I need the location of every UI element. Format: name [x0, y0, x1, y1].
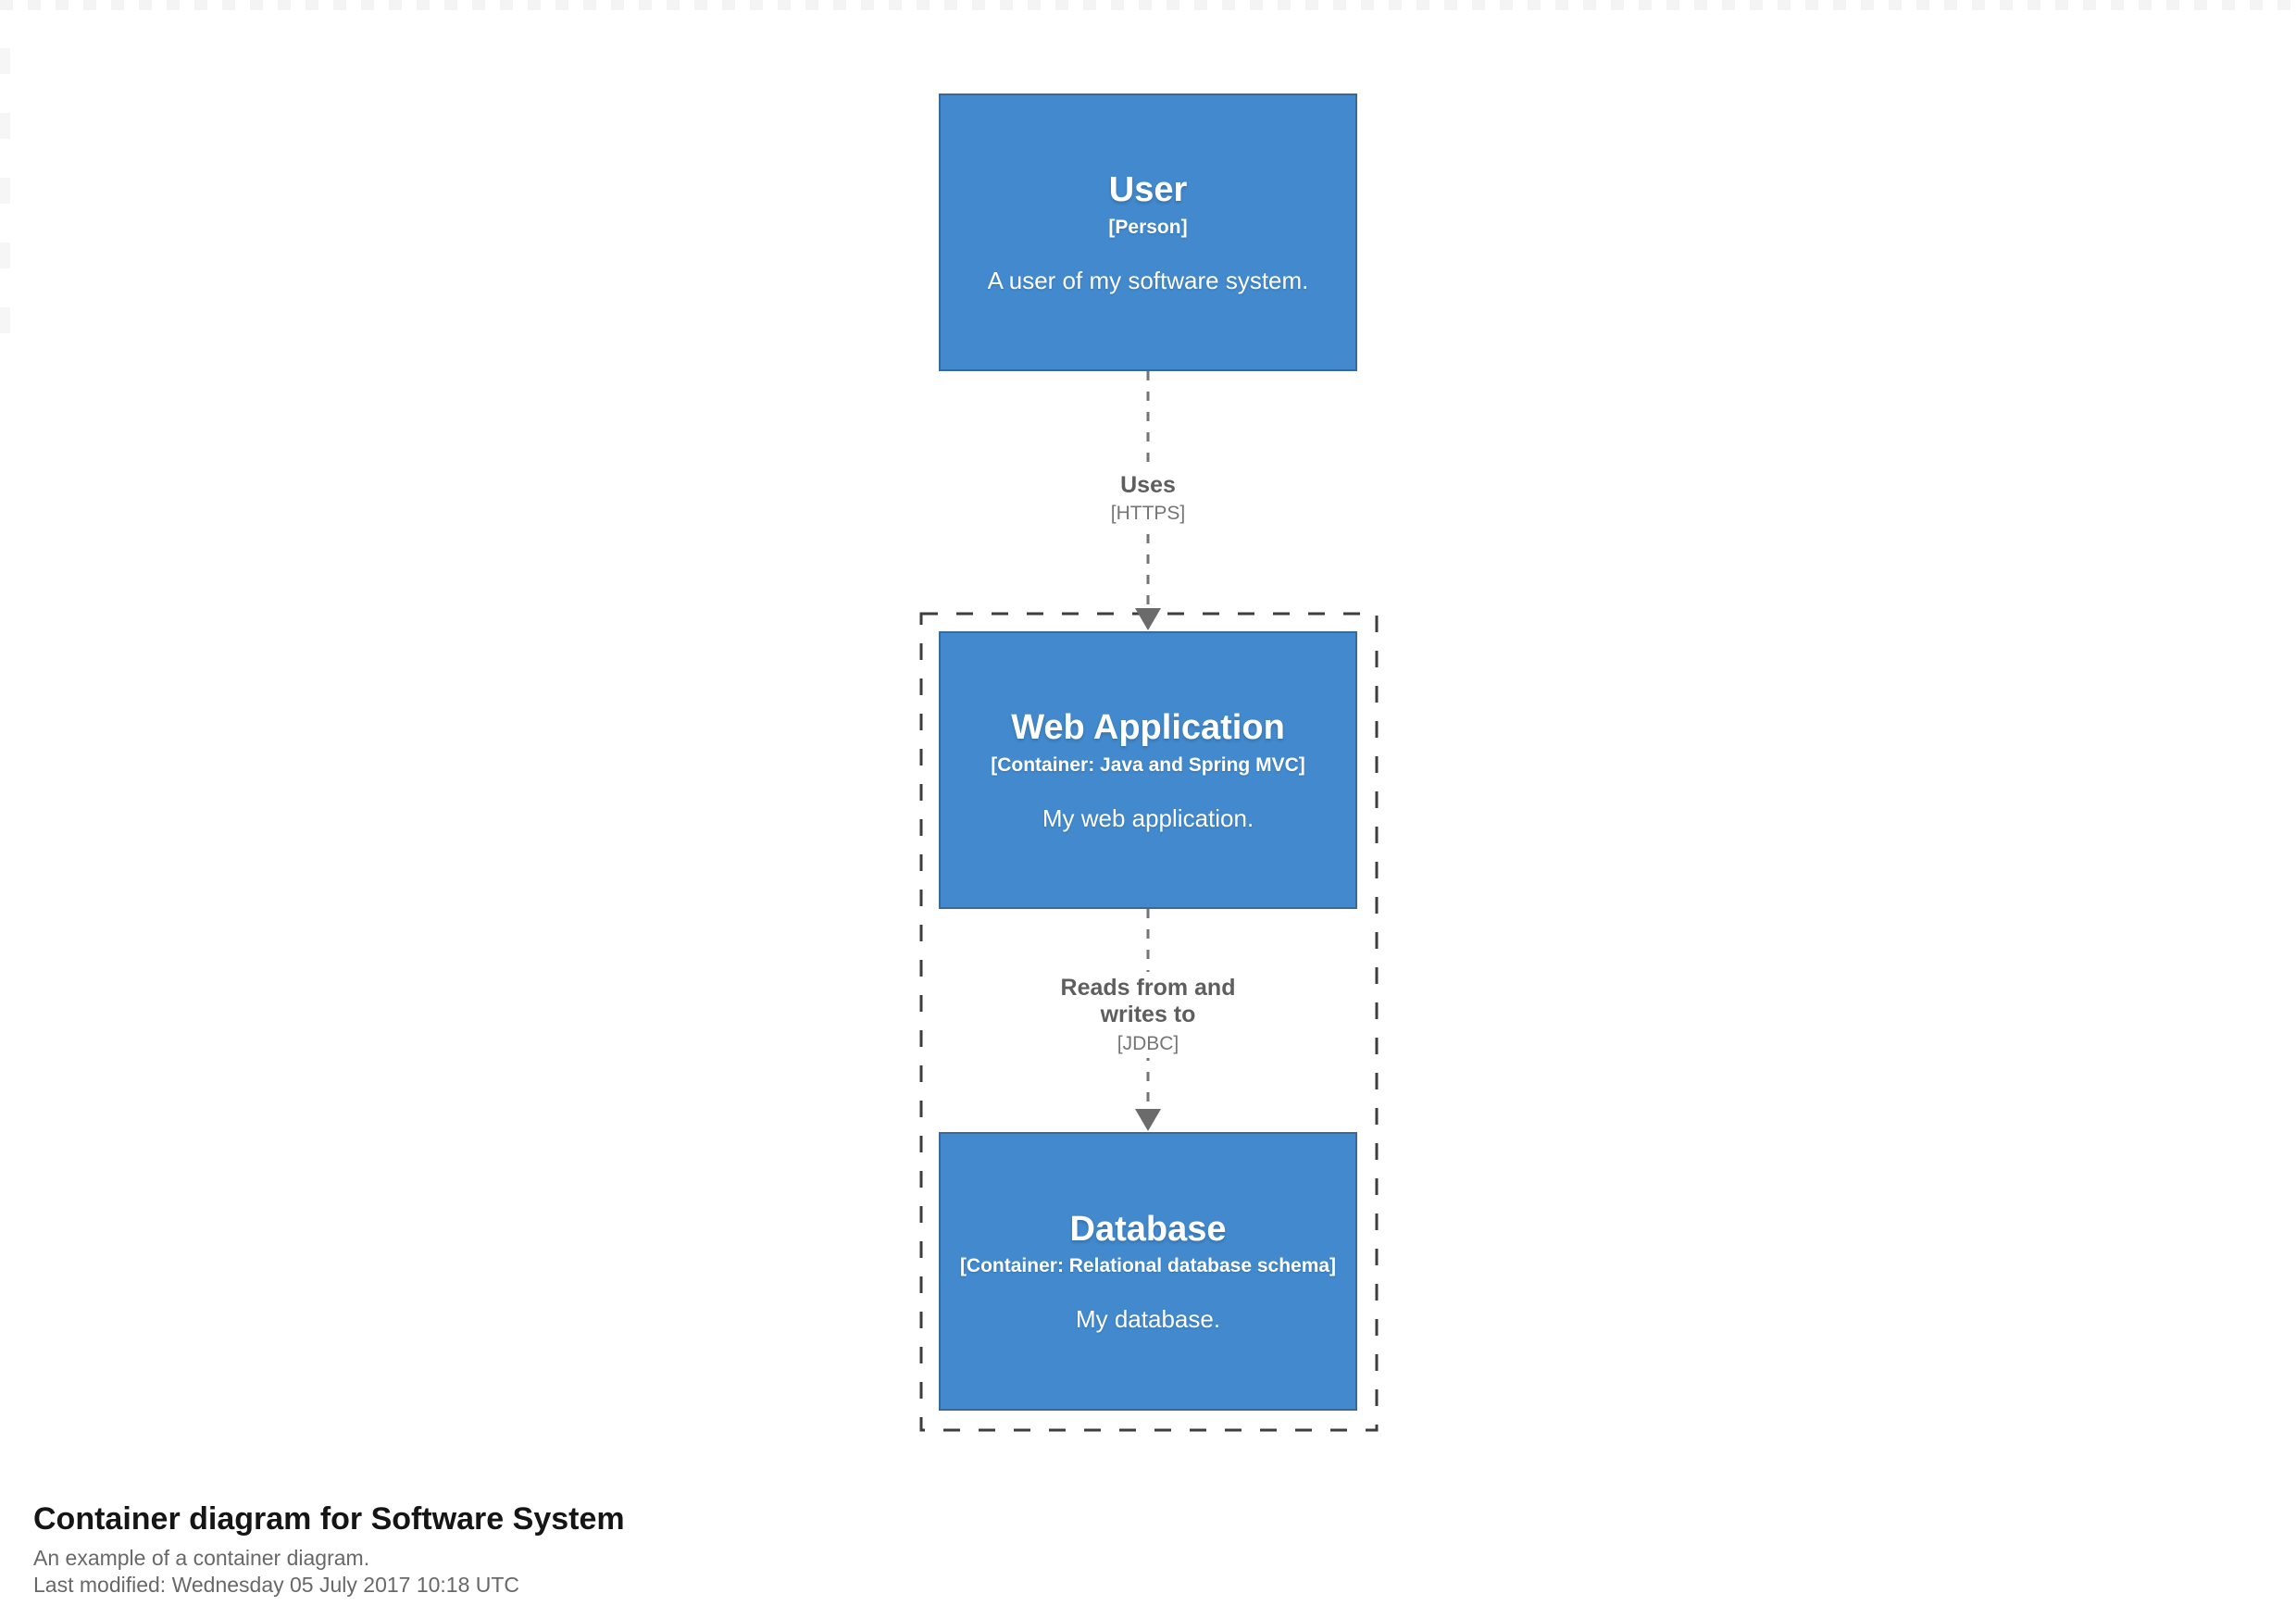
diagram-metadata: Container diagram for Software System An…: [33, 1500, 625, 1599]
node-database-name: Database: [1069, 1209, 1227, 1249]
node-database-description: My database.: [1075, 1305, 1221, 1334]
node-user[interactable]: User [Person] A user of my software syst…: [939, 93, 1357, 371]
relationship-reads-technology: [JDBC]: [1117, 1032, 1179, 1054]
node-database[interactable]: Database [Container: Relational database…: [939, 1132, 1357, 1411]
node-web-application[interactable]: Web Application [Container: Java and Spr…: [939, 631, 1357, 909]
diagram-title: Container diagram for Software System: [33, 1501, 625, 1537]
node-web-application-name: Web Application: [1011, 708, 1285, 748]
node-user-description: A user of my software system.: [987, 266, 1309, 294]
diagram-description: An example of a container diagram.: [33, 1545, 370, 1570]
diagram-last-modified: Last modified: Wednesday 05 July 2017 10…: [33, 1572, 520, 1597]
arrowhead-down-icon: [1135, 608, 1161, 630]
node-database-meta: [Container: Relational database schema]: [959, 1255, 1337, 1277]
node-user-name: User: [1108, 170, 1188, 210]
relationship-label-reads: Reads from and writes to [JDBC]: [1041, 972, 1255, 1058]
node-user-meta: [Person]: [1108, 216, 1188, 238]
relationship-uses-technology: [HTTPS]: [1110, 503, 1186, 525]
node-web-application-meta: [Container: Java and Spring MVC]: [991, 753, 1305, 776]
relationship-uses-text: Uses: [1120, 472, 1176, 498]
relationship-reads-text: Reads from and writes to: [1060, 975, 1236, 1028]
node-web-application-description: My web application.: [1042, 803, 1254, 832]
arrowhead-down-icon: [1135, 1109, 1161, 1131]
relationship-label-uses: Uses [HTTPS]: [1101, 469, 1195, 529]
page-edge-dashes-left: [0, 48, 10, 354]
page-edge-dashes-top: [0, 0, 2296, 10]
